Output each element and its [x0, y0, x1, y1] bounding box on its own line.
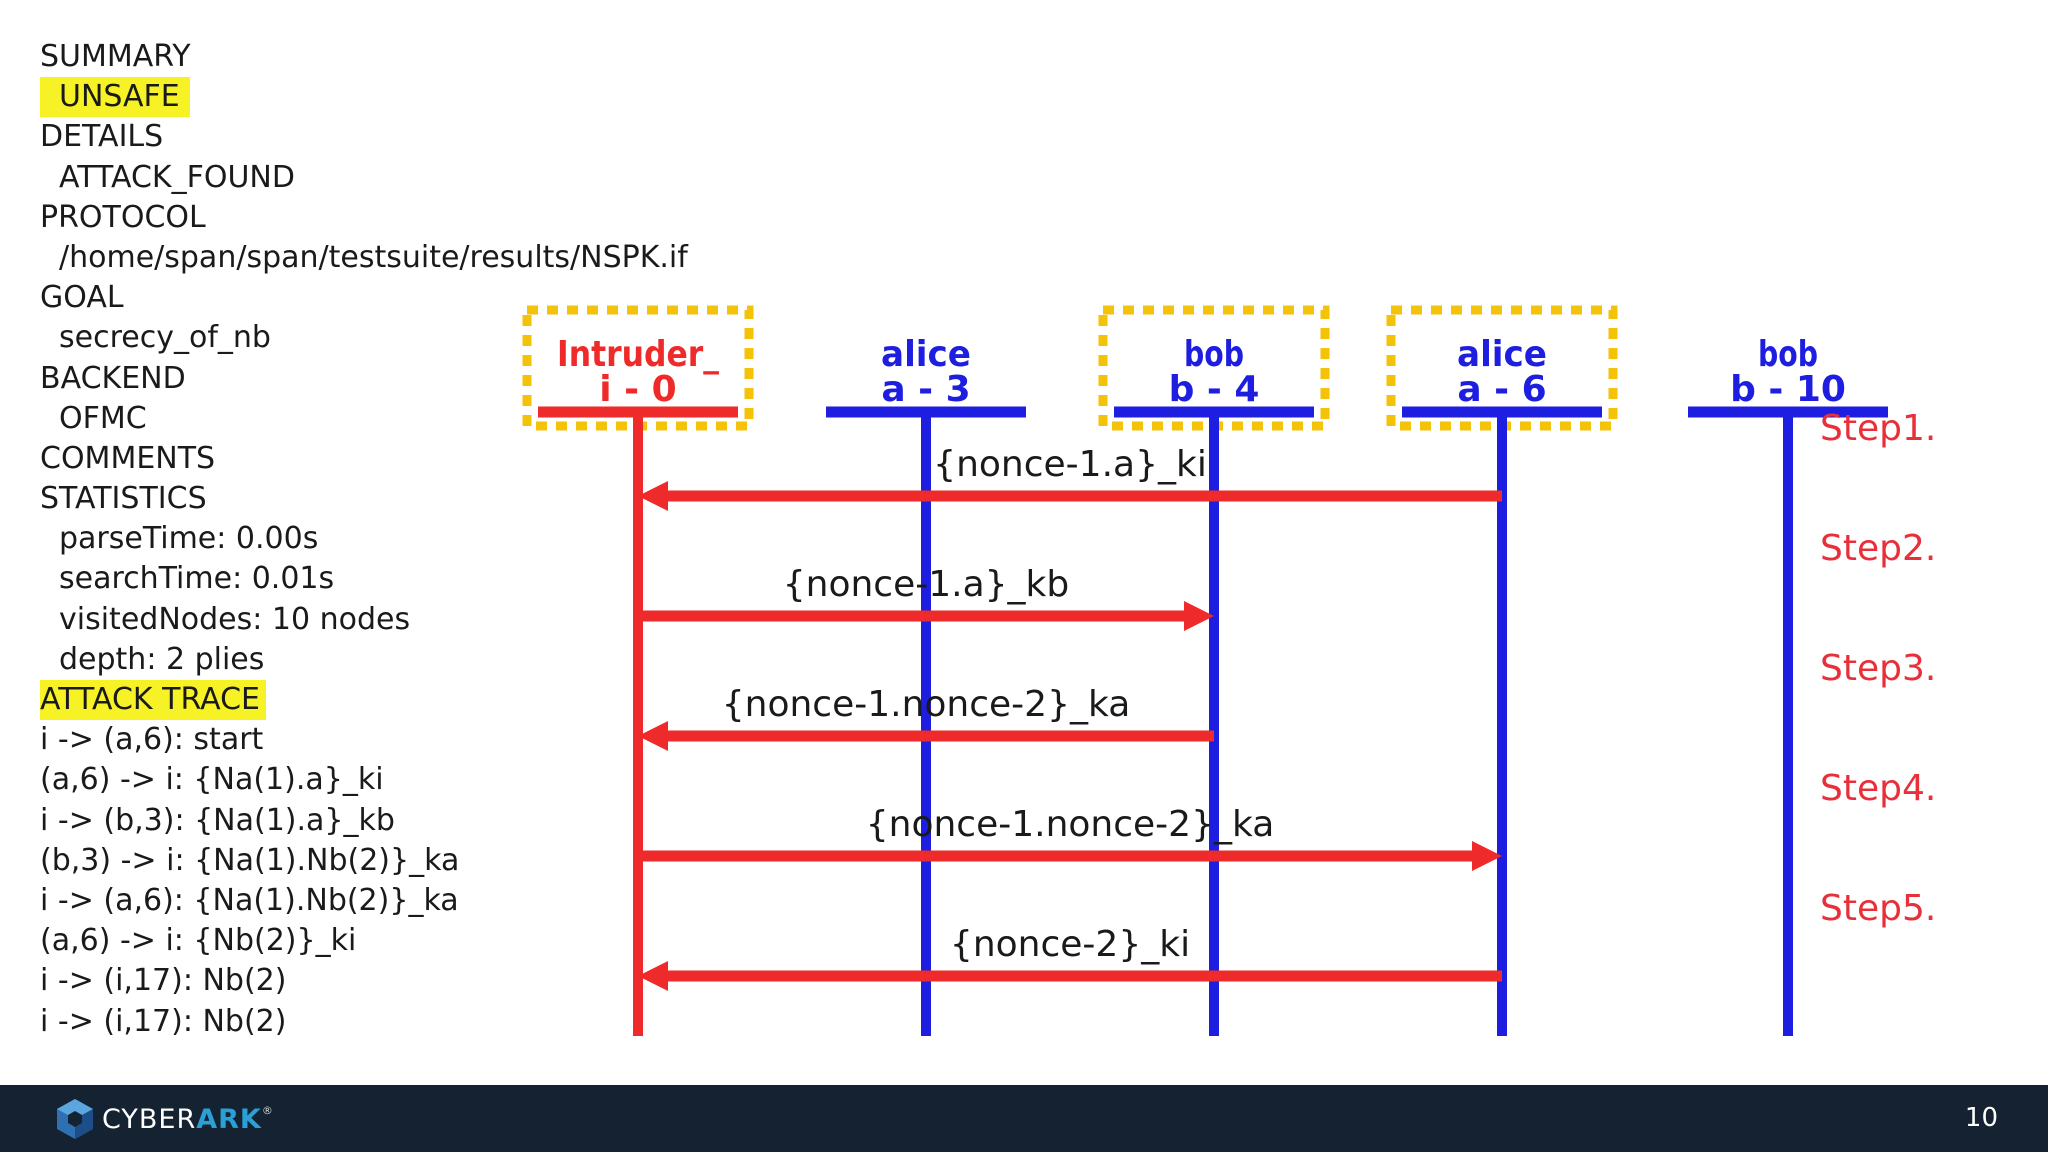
summary-text: OFMC [59, 400, 147, 436]
actor-name: bob [1758, 334, 1818, 375]
step-label: Step3. [1820, 648, 1936, 689]
actor-instance: b - 4 [1169, 369, 1260, 410]
summary-line: DETAILS [40, 117, 740, 157]
summary-line: i -> (a,6): start [40, 720, 740, 760]
summary-line: secrecy_of_nb [40, 318, 740, 358]
summary-line: searchTime: 0.01s [40, 559, 740, 599]
summary-line: /home/span/span/testsuite/results/NSPK.i… [40, 238, 740, 278]
summary-line: BACKEND [40, 359, 740, 399]
actor-name: Intruder_ [557, 334, 719, 375]
page-number: 10 [1964, 1103, 1998, 1133]
summary-text: ATTACK_FOUND [59, 159, 295, 195]
summary-text: GOAL [40, 280, 124, 316]
summary-text: /home/span/span/testsuite/results/NSPK.i… [59, 239, 688, 275]
summary-text: depth: 2 plies [59, 641, 265, 677]
highlighted-text: ATTACK TRACE [40, 680, 266, 720]
summary-text: i -> (i,17): Nb(2) [40, 963, 287, 999]
summary-line: SUMMARY [40, 37, 740, 77]
actor-instance: a - 3 [881, 369, 970, 410]
summary-text: DETAILS [40, 119, 164, 155]
step-label: Step5. [1820, 888, 1936, 929]
summary-line: PROTOCOL [40, 198, 740, 238]
arrow-head [638, 961, 668, 991]
actor-name: alice [881, 334, 971, 375]
cyberark-logo: CYBERARK® [54, 1097, 274, 1141]
arrow-head [1472, 841, 1502, 871]
summary-line: OFMC [40, 399, 740, 439]
summary-line: i -> (i,17): Nb(2) [40, 961, 740, 1001]
summary-line: visitedNodes: 10 nodes [40, 600, 740, 640]
cyberark-hexagon-icon [57, 1099, 93, 1139]
summary-line: UNSAFE [40, 77, 740, 118]
actor-instance: a - 6 [1457, 369, 1546, 410]
brand-accent: ARK [196, 1103, 262, 1135]
step-label: Step1. [1820, 408, 1936, 449]
summary-line: STATISTICS [40, 479, 740, 519]
message-label: {nonce-1.nonce-2}_ka [722, 684, 1131, 725]
footer-bar: CYBERARK® 10 [0, 1085, 2048, 1152]
summary-line: parseTime: 0.00s [40, 519, 740, 559]
trademark: ® [261, 1103, 274, 1117]
summary-text: i -> (b,3): {Na(1).a}_kb [40, 802, 395, 838]
summary-text: (b,3) -> i: {Na(1).Nb(2)}_ka [40, 842, 460, 878]
message-label: {nonce-2}_ki [950, 924, 1190, 965]
actor-name: alice [1457, 334, 1547, 375]
arrow-head [1184, 601, 1214, 631]
summary-line: COMMENTS [40, 439, 740, 479]
summary-text: i -> (a,6): start [40, 722, 264, 758]
step-label: Step4. [1820, 768, 1936, 809]
step-label: Step2. [1820, 528, 1936, 569]
actor-instance: b - 10 [1730, 369, 1846, 410]
summary-text: secrecy_of_nb [59, 320, 271, 356]
summary-line: (a,6) -> i: {Nb(2)}_ki [40, 921, 740, 961]
summary-line: ATTACK TRACE [40, 680, 740, 720]
summary-text: PROTOCOL [40, 199, 206, 235]
summary-line: i -> (b,3): {Na(1).a}_kb [40, 801, 740, 841]
brand-wordmark: CYBERARK® [102, 1104, 274, 1135]
message-label: {nonce-1.a}_ki [933, 444, 1207, 485]
summary-line: GOAL [40, 278, 740, 318]
summary-text: BACKEND [40, 360, 186, 396]
highlighted-text: UNSAFE [40, 77, 190, 118]
summary-line: i -> (a,6): {Na(1).Nb(2)}_ka [40, 881, 740, 921]
summary-text: COMMENTS [40, 440, 216, 476]
summary-text: STATISTICS [40, 481, 207, 517]
brand-main: CYBER [102, 1103, 197, 1135]
summary-line: (a,6) -> i: {Na(1).a}_ki [40, 760, 740, 800]
message-label: {nonce-1.nonce-2}_ka [866, 804, 1275, 845]
summary-line: i -> (i,17): Nb(2) [40, 1002, 740, 1042]
summary-text: searchTime: 0.01s [59, 561, 335, 597]
message-label: {nonce-1.a}_kb [783, 564, 1070, 605]
summary-text: i -> (a,6): {Na(1).Nb(2)}_ka [40, 882, 459, 918]
summary-text: SUMMARY [40, 39, 191, 74]
arrow-head [638, 721, 668, 751]
summary-text: visitedNodes: 10 nodes [59, 601, 411, 637]
actor-name: bob [1184, 334, 1244, 375]
actor-instance: i - 0 [599, 369, 676, 410]
summary-text: i -> (i,17): Nb(2) [40, 1003, 287, 1039]
summary-text: (a,6) -> i: {Nb(2)}_ki [40, 923, 357, 959]
summary-line: (b,3) -> i: {Na(1).Nb(2)}_ka [40, 841, 740, 881]
summary-line: depth: 2 plies [40, 640, 740, 680]
summary-text: parseTime: 0.00s [59, 521, 319, 557]
arrow-head [638, 481, 668, 511]
summary-line: ATTACK_FOUND [40, 158, 740, 198]
summary-text: (a,6) -> i: {Na(1).a}_ki [40, 762, 384, 798]
